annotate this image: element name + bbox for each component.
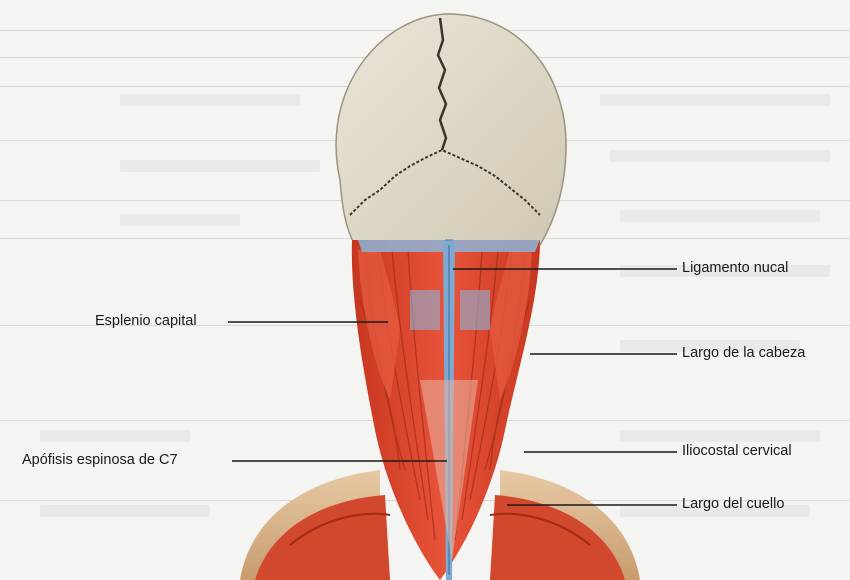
label-apofisis-espinosa-c7: Apófisis espinosa de C7: [22, 452, 178, 468]
label-largo-del-cuello: Largo del cuello: [682, 496, 784, 512]
skull: [336, 14, 566, 245]
label-ligamento-nucal: Ligamento nucal: [682, 260, 788, 276]
label-esplenio-capital: Esplenio capital: [95, 313, 197, 329]
label-largo-de-la-cabeza: Largo de la cabeza: [682, 345, 805, 361]
label-iliocostal-cervical: Iliocostal cervical: [682, 443, 792, 459]
